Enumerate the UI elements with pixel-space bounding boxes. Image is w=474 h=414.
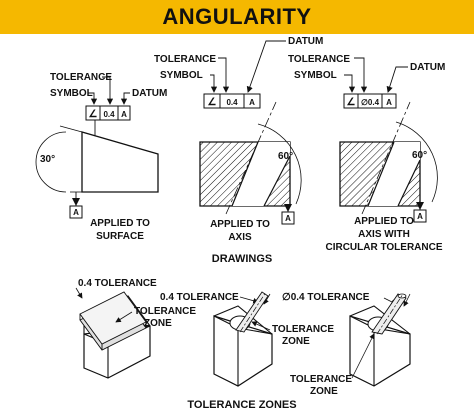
circ-caption-line1: APPLIED TO [354,216,414,227]
surface-datum-a: A [73,208,79,217]
circ-symbol-label: SYMBOL [294,70,337,81]
circ-tolerance-value: ∅0.4 [361,98,380,107]
axis-caption-line2: AXIS [228,232,252,243]
zones-caption: TOLERANCE ZONES [187,399,296,411]
surface-datum-ref: A [121,110,127,119]
circ-feature-control-frame: ∠ ∅0.4 A [343,93,397,109]
surface-tolerance-value: 0.4 [103,110,115,119]
circ-datum-ref: A [386,98,392,107]
circ-tolerance-label: TOLERANCE [288,54,350,65]
zone-axis-tolerance: 0.4 TOLERANCE [160,292,239,303]
axis-datum-ref: A [249,98,255,107]
surface-feature-control-frame: ∠ 0.4 A [85,105,131,121]
drawing-axis-circular: TOLERANCE SYMBOL DATUM ∠ ∅0.4 A 60° [288,54,445,253]
axis-datum-a: A [285,214,291,223]
angularity-symbol-icon: ∠ [208,97,217,108]
axis-tolerance-value: 0.4 [226,98,238,107]
surface-symbol-label: SYMBOL [50,88,93,99]
surface-caption-line2: SURFACE [96,231,144,242]
axis-symbol-label: SYMBOL [160,70,203,81]
axis-caption-line1: APPLIED TO [210,219,270,230]
axis-datum-label: DATUM [288,36,323,47]
axis-angle: 60° [278,151,293,162]
surface-angle: 30° [40,154,55,165]
zone-circ-tolerance: ∅0.4 TOLERANCE [282,292,370,303]
angularity-symbol-icon: ∠ [89,109,98,120]
circ-caption-line2: AXIS WITH [358,229,410,240]
title-bar: ANGULARITY [0,0,474,34]
zone-surface-zone-line1: TOLERANCE [134,306,196,317]
circ-caption-line3: CIRCULAR TOLERANCE [325,242,442,253]
zone-surface-tolerance: 0.4 TOLERANCE [78,278,157,289]
angularity-symbol-icon: ∠ [347,97,356,108]
zone-surface: 0.4 TOLERANCE TOLERANCE ZONE [75,278,196,379]
circ-datum-label: DATUM [410,62,445,73]
zone-circ-zone-line2: ZONE [310,386,338,397]
surface-tolerance-label: TOLERANCE [50,72,112,83]
page-title: ANGULARITY [162,4,312,29]
zone-axis-circular: ∅0.4 TOLERANCE TOLERANCE ZONE [282,292,411,397]
zone-surface-zone-line2: ZONE [144,318,172,329]
drawing-surface: TOLERANCE SYMBOL DATUM ∠ 0.4 A 30° [35,72,167,242]
axis-tolerance-label: TOLERANCE [154,54,216,65]
circ-angle: 60° [412,150,427,161]
surface-datum-label: DATUM [132,88,167,99]
zone-axis: 0.4 TOLERANCE TOLERANCE ZONE [160,291,334,387]
axis-feature-control-frame: ∠ 0.4 A [203,93,261,109]
zone-circ-zone-line1: TOLERANCE [290,374,352,385]
zone-axis-zone-line1: TOLERANCE [272,324,334,335]
circ-datum-a: A [417,212,423,221]
surface-caption-line1: APPLIED TO [90,218,150,229]
diagram-canvas: TOLERANCE SYMBOL DATUM ∠ 0.4 A 30° [35,36,445,411]
drawings-caption: DRAWINGS [212,253,273,265]
drawing-axis: TOLERANCE SYMBOL DATUM ∠ 0.4 A 60° [154,36,323,243]
zone-axis-zone-line2: ZONE [282,336,310,347]
